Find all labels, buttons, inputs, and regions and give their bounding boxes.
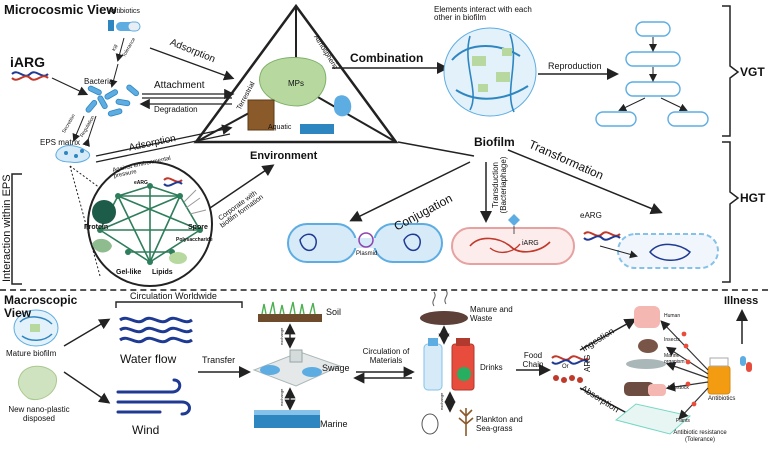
mature-biofilm-label: Mature biofilm xyxy=(6,349,57,358)
plasmid-label: Plasmid xyxy=(356,251,378,257)
transduction-label: Transduction (Bacteriaphage) xyxy=(491,156,508,214)
biofilm-label: Biofilm xyxy=(474,135,515,149)
vgt-cell-division-icon xyxy=(595,21,709,127)
conjugation-cells-icon xyxy=(287,223,443,263)
mature-biofilm-icon xyxy=(13,309,59,347)
vgt-brace xyxy=(722,5,740,137)
circulation-worldwide-label: Circulation Worldwide xyxy=(130,291,217,301)
drinks-label: Drinks xyxy=(480,363,503,372)
food-chain-label: Food Chain xyxy=(522,351,544,369)
transfer-label: Transfer xyxy=(202,355,236,365)
antibiotics-bottom-label: Antibiotics xyxy=(708,396,736,402)
organism-icons xyxy=(614,306,692,435)
eps-matrix-label: EPS matrix xyxy=(40,138,81,147)
antibiotics-bottle-icon xyxy=(707,356,752,395)
elements-interact-label: Elements interact with each other in bio… xyxy=(434,5,532,22)
bacteria-cluster-icon xyxy=(85,84,140,117)
wind-label: Wind xyxy=(132,423,160,437)
marine-label: Marine xyxy=(320,419,348,429)
plankton-icon xyxy=(421,408,474,436)
exchange-label-2: exchange xyxy=(279,388,284,406)
exchange-label-3: exchange xyxy=(439,392,444,410)
water-flow-label: Water flow xyxy=(120,352,177,366)
antibiotic-resistance-label: Antibiotic resistance (Tolerance) xyxy=(673,430,727,443)
macroscopic-view-title: Macroscopic View xyxy=(4,293,78,320)
swage-label: Swage xyxy=(322,363,350,373)
polysaccharide-label: Polysaccharide xyxy=(176,237,213,243)
microcosmic-view-title: Microcosmic View xyxy=(4,2,117,17)
water-flow-icon xyxy=(119,316,193,344)
arg-dna-icon xyxy=(551,355,589,383)
spore-label: Spore xyxy=(188,224,208,231)
transduction-cell-icon xyxy=(451,214,575,265)
section-divider xyxy=(0,289,768,291)
circulation-materials-label: Circulation of Materials xyxy=(362,347,410,365)
aquatic-label: Aquatic xyxy=(268,124,292,131)
combination-label: Combination xyxy=(350,51,424,65)
biofilm-cluster-icon xyxy=(443,27,537,117)
manure-waste-label: Manure and Waste xyxy=(470,305,513,323)
reproduction-label: Reproduction xyxy=(548,61,602,71)
eps-network-diagram xyxy=(87,161,213,287)
human-label: Human xyxy=(664,313,681,319)
antibiotic-capsule-icon xyxy=(108,20,141,32)
bacteria-label: Bacteria xyxy=(84,77,114,86)
protein-label: Protein xyxy=(84,224,109,231)
lipids-label: Lipids xyxy=(152,269,173,276)
earg-label-transformation: eARG xyxy=(580,211,602,220)
hgt-brace xyxy=(722,141,740,283)
iarg-dna-icon xyxy=(11,71,49,81)
environment-label: Environment xyxy=(250,150,318,162)
sewage-plant-icon xyxy=(252,349,342,387)
soil-label: Soil xyxy=(326,307,342,317)
earg-label-network: eARG xyxy=(134,180,148,186)
interaction-eps-label: Interaction within EPS xyxy=(1,174,13,282)
illness-label: Illness xyxy=(724,295,759,307)
gel-like-label: Gel-like xyxy=(116,269,142,276)
eps-matrix-icon xyxy=(55,145,90,163)
plants-label: Plants xyxy=(676,418,690,424)
marine-organism-label: Marine organism xyxy=(664,353,685,365)
arg-label: ARG xyxy=(583,354,592,372)
or-label: Or xyxy=(562,364,569,370)
drinks-icon xyxy=(423,338,475,391)
nanoplastic-icon xyxy=(17,365,57,400)
plankton-label: Plankton and Sea-grass xyxy=(476,415,523,433)
degradation-label: Degradation xyxy=(154,105,198,114)
hgt-label: HGT xyxy=(740,191,766,205)
exchange-label-1: exchange xyxy=(279,327,284,345)
mps-label: MPs xyxy=(288,79,304,88)
nanoplastic-label: New nano-plastic disposed xyxy=(8,405,70,423)
wind-icon xyxy=(116,378,191,416)
vgt-label: VGT xyxy=(740,65,765,79)
iarg-cell-label: iARG xyxy=(522,240,539,247)
livestock-label: Livestock xyxy=(668,385,689,391)
transformation-cell-icon xyxy=(583,231,719,269)
insects-label: Insects xyxy=(664,337,680,343)
iarg-label: iARG xyxy=(10,54,45,70)
environment-triangle xyxy=(193,3,399,144)
antibiotics-label: Antibiotics xyxy=(108,8,140,15)
soil-icon xyxy=(258,301,322,322)
manure-icon xyxy=(420,289,468,325)
attachment-label: Attachment xyxy=(154,80,205,91)
